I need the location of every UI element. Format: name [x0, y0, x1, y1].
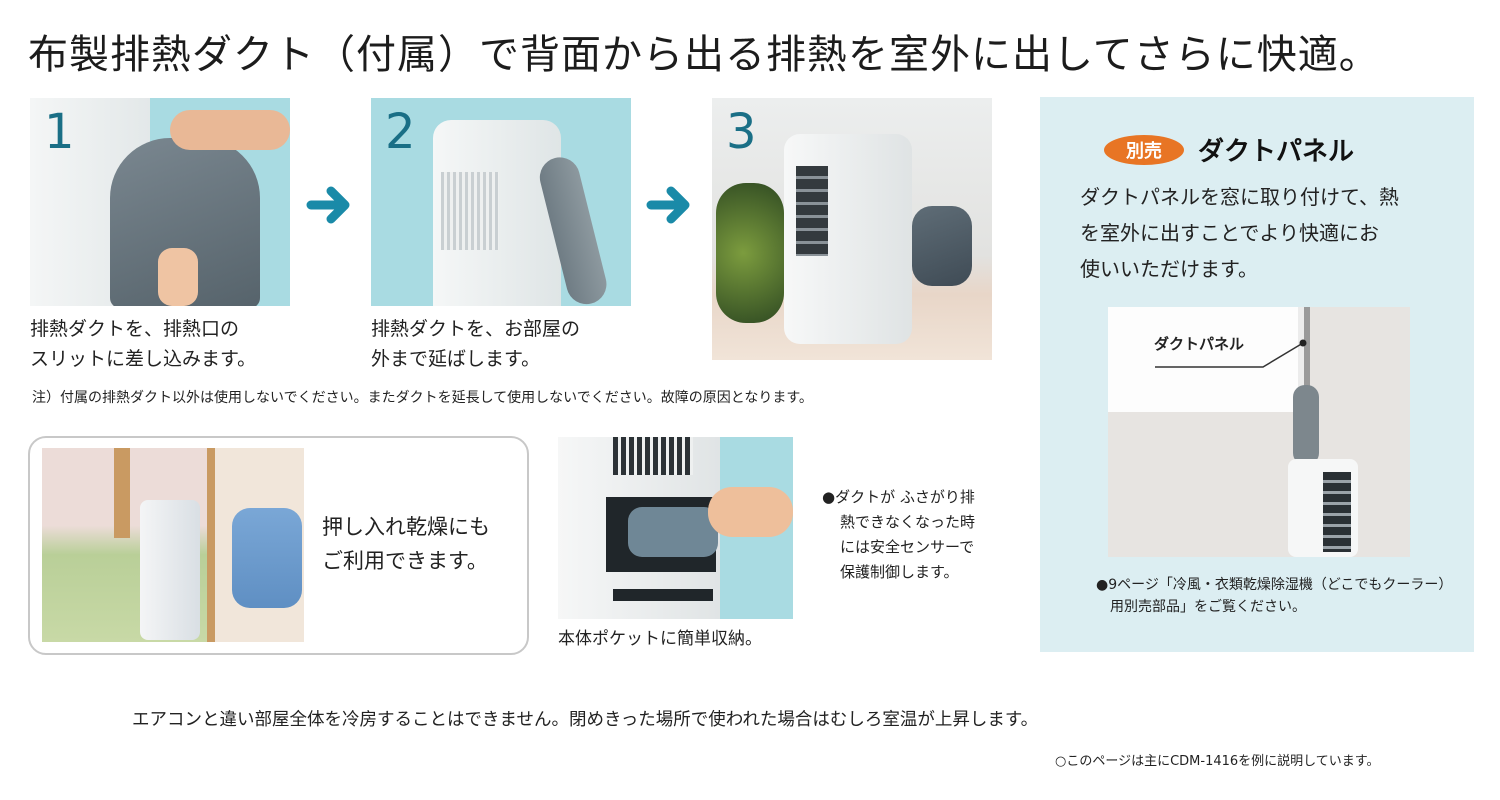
- bullet-line: 熱できなくなった時: [840, 513, 976, 531]
- step-2-caption: 排熱ダクトを、お部屋の 外まで延ばします。: [371, 314, 580, 374]
- duct-panel-label: ダクトパネル: [1154, 335, 1245, 353]
- closet-photo: [42, 448, 304, 642]
- step-number: 3: [726, 104, 757, 160]
- caption-line: スリットに差し込みます。: [30, 348, 257, 370]
- duct-panel-footnote: ●9ページ「冷風・衣類乾燥除湿機（どこでもクーラー） 用別売部品」をご覧ください…: [1096, 574, 1452, 618]
- bullet-line: には安全センサーで: [840, 538, 975, 556]
- right-arrow-icon: [646, 186, 690, 224]
- duct-panel-section: 別売 ダクトパネル ダクトパネルを窓に取り付けて、熱 を室外に出すことでより快適…: [1040, 97, 1474, 652]
- step-1-photo: 1: [30, 98, 290, 306]
- caption-line: 排熱ダクトを、排熱口の: [30, 318, 240, 340]
- step-1-caption: 排熱ダクトを、排熱口の スリットに差し込みます。: [30, 314, 256, 374]
- step-2-photo: 2: [371, 98, 631, 306]
- footnote-line: ●9ページ「冷風・衣類乾燥除湿機（どこでもクーラー）: [1096, 577, 1453, 593]
- pocket-caption: 本体ポケットに簡単収納。: [558, 629, 762, 649]
- right-arrow-icon: [306, 186, 350, 224]
- description-line: ダクトパネルを窓に取り付けて、熱: [1080, 185, 1399, 209]
- bullet-line: 保護制御します。: [840, 563, 959, 581]
- pocket-photo: [558, 437, 793, 619]
- usage-note: 注）付属の排熱ダクト以外は使用しないでください。またダクトを延長して使用しないで…: [32, 390, 813, 406]
- closet-drying-box: 押し入れ乾燥にも ご利用できます。: [28, 436, 529, 655]
- closet-text-line: ご利用できます。: [322, 549, 488, 573]
- leader-line: [1155, 339, 1307, 368]
- bullet-line: ●ダクトが ふさがり排: [822, 488, 975, 506]
- sold-separately-badge: 別売: [1104, 134, 1184, 165]
- cooling-warning: エアコンと違い部屋全体を冷房することはできません。閉めきった場所で使われた場合は…: [132, 710, 1039, 730]
- description-line: を室外に出すことでより快適にお: [1080, 221, 1379, 245]
- headline: 布製排熱ダクト（付属）で背面から出る排熱を室外に出してさらに快適。: [28, 32, 1380, 78]
- closet-text: 押し入れ乾燥にも ご利用できます。: [322, 510, 490, 578]
- step-number: 1: [44, 104, 75, 160]
- closet-text-line: 押し入れ乾燥にも: [322, 515, 490, 539]
- caption-line: 外まで延ばします。: [371, 348, 541, 370]
- footnote-line: 用別売部品」をご覧ください。: [1110, 599, 1306, 615]
- step-3-photo: 3: [712, 98, 992, 360]
- duct-panel-photo: ダクトパネル: [1108, 307, 1410, 557]
- duct-panel-description: ダクトパネルを窓に取り付けて、熱 を室外に出すことでより快適にお 使いいただけま…: [1080, 179, 1399, 287]
- duct-panel-title: ダクトパネル: [1198, 137, 1355, 167]
- description-line: 使いいただけます。: [1080, 257, 1258, 281]
- duct-panel-header: 別売 ダクトパネル: [1104, 131, 1354, 168]
- safety-sensor-note: ●ダクトが ふさがり排 熱できなくなった時 には安全センサーで 保護制御します。: [822, 485, 975, 585]
- step-number: 2: [385, 104, 416, 160]
- model-note: ○このページは主にCDM-1416を例に説明しています。: [1055, 754, 1380, 769]
- caption-line: 排熱ダクトを、お部屋の: [371, 318, 581, 340]
